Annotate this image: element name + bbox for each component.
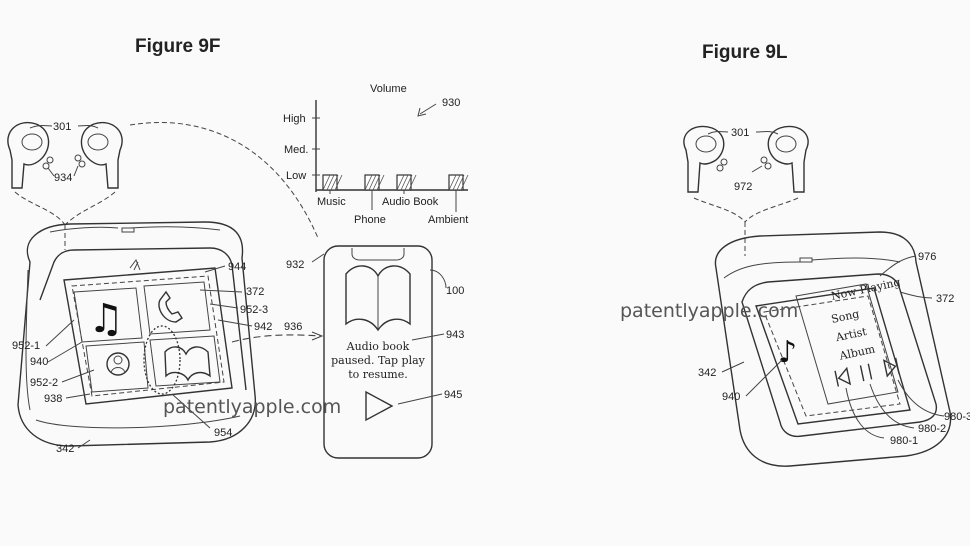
ref-976: 976 xyxy=(918,251,936,263)
ref-342-right: 342 xyxy=(698,367,716,379)
ref-952-3: 952-3 xyxy=(240,304,268,316)
category-music: Music xyxy=(317,196,346,208)
phone-device: Audio book paused. Tap play to resume. 1… xyxy=(323,245,464,459)
ref-372: 372 xyxy=(246,286,264,298)
ref-943: 943 xyxy=(446,329,464,341)
pause-icon[interactable] xyxy=(859,363,873,382)
phone-message-line-2: paused. Tap play xyxy=(331,354,426,367)
previous-track-icon[interactable] xyxy=(834,366,852,387)
right-charging-case: Now Playing Song Artist Album ♪ xyxy=(714,231,952,467)
category-phone: Phone xyxy=(354,214,386,226)
volume-bar-hatch xyxy=(396,174,405,191)
figure-9l-title: Figure 9L xyxy=(702,42,788,63)
ref-938: 938 xyxy=(44,393,62,405)
ref-944: 944 xyxy=(228,261,246,273)
volume-bar-hatch xyxy=(368,174,377,191)
left-earbuds: 301 934 xyxy=(7,121,123,189)
dashed-link-case-phone xyxy=(231,334,321,343)
ref-980-1: 980-1 xyxy=(890,435,918,447)
ref-934: 934 xyxy=(54,172,72,184)
ref-936: 936 xyxy=(284,321,302,333)
watermark-left: patentlyapple.com xyxy=(163,396,341,418)
ref-972: 972 xyxy=(734,181,752,193)
right-music-note-icon: ♪ xyxy=(778,335,797,370)
y-level-high: High xyxy=(283,113,306,125)
volume-bar-hatch xyxy=(456,174,465,191)
play-icon[interactable] xyxy=(365,390,394,422)
ref-945: 945 xyxy=(444,389,462,401)
ref-952-1: 952-1 xyxy=(12,340,40,352)
left-callouts: 944 372 952-3 942 952-1 940 952-2 938 34… xyxy=(12,261,272,455)
volume-bar-hatch xyxy=(364,174,373,191)
now-playing-title: Now Playing xyxy=(830,276,902,303)
music-note-icon: ♫ xyxy=(88,296,124,342)
ref-930: 930 xyxy=(442,97,460,109)
figure-9f-title: Figure 9F xyxy=(135,36,221,57)
ref-372-right: 372 xyxy=(936,293,954,305)
volume-bar-hatch xyxy=(460,174,469,191)
ref-940-right: 940 xyxy=(722,391,740,403)
ref-942: 942 xyxy=(254,321,272,333)
ref-954: 954 xyxy=(214,427,232,439)
volume-chart: Volume 930 High Med. Low Music Phone Aud… xyxy=(283,83,469,226)
phone-icon xyxy=(158,290,183,323)
ref-100: 100 xyxy=(446,285,464,297)
y-level-low: Low xyxy=(286,170,306,182)
volume-bar-hatch xyxy=(334,174,343,191)
book-icon xyxy=(164,346,211,382)
phone-book-icon xyxy=(345,265,411,332)
right-callouts: 976 372 342 940 980-3 980-2 980-1 xyxy=(698,251,970,447)
next-track-icon[interactable] xyxy=(882,357,900,378)
ref-301-right: 301 xyxy=(731,127,749,139)
volume-bar-hatch xyxy=(448,174,457,191)
ref-940: 940 xyxy=(30,356,48,368)
right-earbuds: 301 972 xyxy=(683,125,809,193)
y-level-med: Med. xyxy=(284,144,308,156)
volume-bar-hatch xyxy=(326,174,335,191)
ref-980-3: 980-3 xyxy=(944,411,970,423)
volume-bar-hatch xyxy=(452,174,461,191)
volume-bar-hatch xyxy=(330,174,339,191)
now-playing-album: Album xyxy=(837,342,876,363)
dashed-link-arc xyxy=(129,122,319,239)
now-playing-song: Song xyxy=(830,307,860,326)
volume-bar-hatch xyxy=(400,174,409,191)
selection-indicator-954 xyxy=(143,325,181,395)
ref-952-2: 952-2 xyxy=(30,377,58,389)
ref-342-left: 342 xyxy=(56,443,74,455)
watermark-right: patentlyapple.com xyxy=(620,300,798,322)
volume-chart-title: Volume xyxy=(370,83,407,95)
volume-bar-hatch xyxy=(404,174,413,191)
phone-message-line-1: Audio book xyxy=(346,340,410,353)
category-ambient: Ambient xyxy=(428,214,468,226)
contact-icon xyxy=(106,352,130,376)
left-charging-case: ♫ xyxy=(17,221,256,447)
volume-bar-hatch xyxy=(322,174,331,191)
category-audio-book: Audio Book xyxy=(382,196,439,208)
now-playing-artist: Artist xyxy=(834,325,869,345)
volume-bar-hatch xyxy=(372,174,381,191)
volume-bar-hatch xyxy=(376,174,385,191)
ref-980-2: 980-2 xyxy=(918,423,946,435)
ref-301-left: 301 xyxy=(53,121,71,133)
phone-message-line-3: to resume. xyxy=(348,368,407,381)
ref-932: 932 xyxy=(286,259,304,271)
volume-bar-hatch xyxy=(408,174,417,191)
